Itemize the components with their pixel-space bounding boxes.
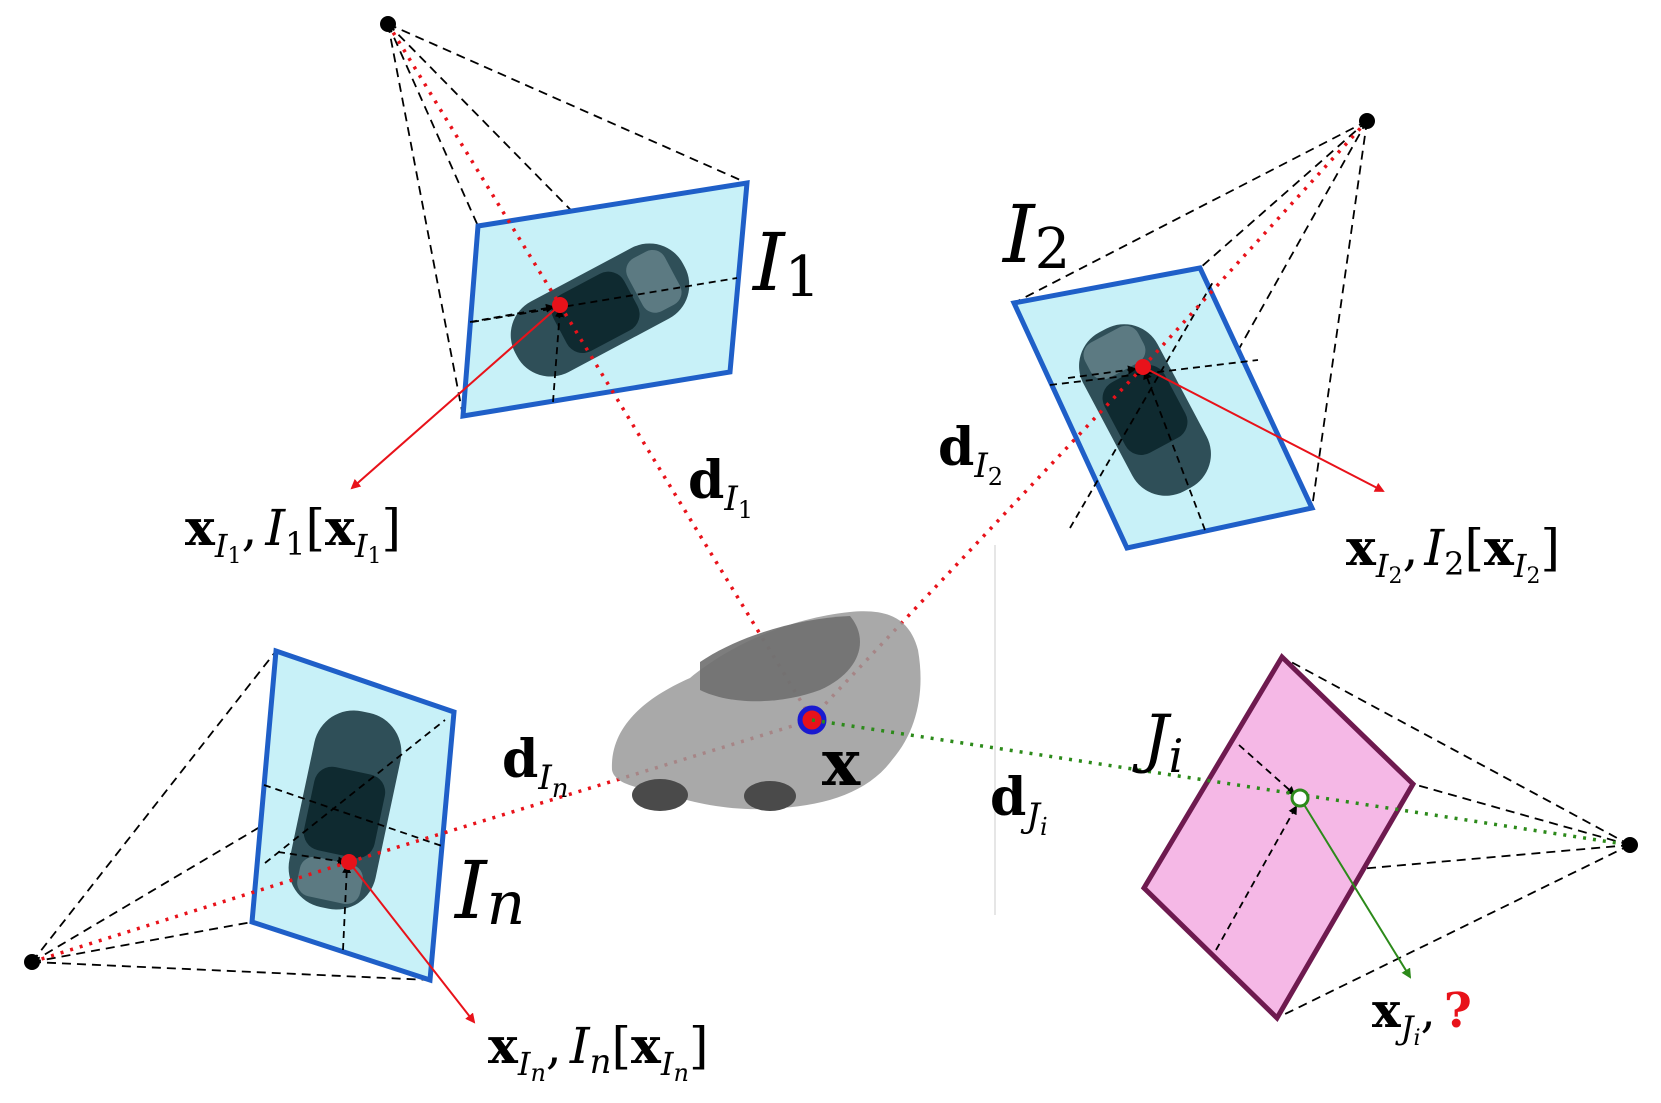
projection-point-Ji xyxy=(1290,788,1310,808)
projection-arrow-I2 xyxy=(1142,366,1385,492)
projection-arrow-I1 xyxy=(350,304,561,490)
label-point-x: x xyxy=(822,726,861,801)
label-plane-I2: I2 xyxy=(1001,188,1070,282)
label-proj-I2: xI2,I2[xI2] xyxy=(1346,518,1560,589)
label-dir-In: dIn xyxy=(502,729,569,804)
camera-Ji xyxy=(811,653,1638,1023)
projection-arrow-In xyxy=(348,861,476,1024)
camera-center-Ji xyxy=(1622,837,1638,853)
camera-I1 xyxy=(350,16,810,714)
projection-point-I1 xyxy=(552,297,568,313)
projection-point-I2 xyxy=(1135,359,1151,375)
car-3d xyxy=(611,611,921,811)
label-proj-Ji: xJi,? xyxy=(1372,983,1472,1051)
label-dir-Ji: dJi xyxy=(990,767,1048,841)
camera-center-I2 xyxy=(1359,113,1375,129)
label-dir-I1: dI1 xyxy=(688,450,753,524)
label-plane-In: In xyxy=(453,844,525,939)
ray-I2-upper xyxy=(1141,119,1369,369)
camera-center-In xyxy=(24,954,40,970)
projection-arrow-Ji xyxy=(1299,797,1412,979)
image-plane-Ji xyxy=(1140,653,1417,1023)
label-plane-I1: I1 xyxy=(751,216,820,310)
label-dir-I2: dI2 xyxy=(938,417,1003,491)
frustum-I2 xyxy=(1013,120,1368,549)
car-icon xyxy=(510,243,690,377)
label-proj-In: xIn,In[xIn] xyxy=(488,1016,708,1087)
camera-In xyxy=(24,647,813,1024)
projection-point-In xyxy=(341,854,357,870)
question-mark: ? xyxy=(1444,983,1472,1039)
camera-center-I1 xyxy=(380,16,396,32)
label-proj-I1: xI1,I1[xI1] xyxy=(185,498,401,569)
ray-In xyxy=(348,718,813,864)
